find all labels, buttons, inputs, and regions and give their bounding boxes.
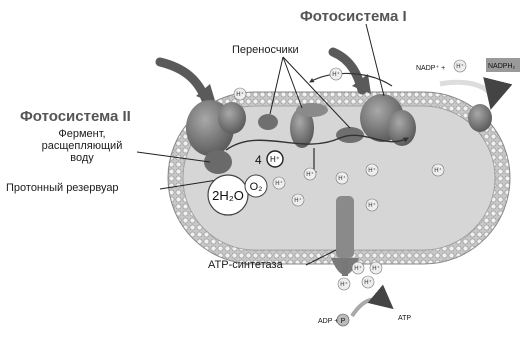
photosystem-2-title: Фотосистема II xyxy=(20,108,131,125)
phosphate-icon: P xyxy=(337,314,349,326)
atp-formation-arrow xyxy=(352,299,390,316)
svg-text:H⁺: H⁺ xyxy=(364,279,372,286)
svg-text:H⁺: H⁺ xyxy=(372,265,380,272)
svg-text:H⁺: H⁺ xyxy=(368,202,376,209)
svg-text:P: P xyxy=(341,318,346,325)
photosystem-1-title: Фотосистема I xyxy=(300,8,407,25)
proton-icon: H⁺ xyxy=(366,199,378,211)
svg-text:H⁺: H⁺ xyxy=(294,197,302,204)
proton-icon: H⁺ xyxy=(366,164,378,176)
nadph2-label: NADPH₂ xyxy=(488,63,516,70)
svg-text:H⁺: H⁺ xyxy=(306,171,314,178)
svg-text:H⁺: H⁺ xyxy=(332,71,340,78)
svg-text:H⁺: H⁺ xyxy=(270,155,280,164)
svg-text:H⁺: H⁺ xyxy=(275,180,283,187)
proton-icon: H⁺ xyxy=(338,278,350,290)
oxygen-label: O₂ xyxy=(250,181,263,193)
svg-text:H⁺: H⁺ xyxy=(434,167,442,174)
proton-icon: H⁺ xyxy=(330,68,342,80)
proton-icon: H⁺ xyxy=(273,177,285,189)
nadp-label: NADP⁺ + xyxy=(416,65,445,72)
atp-label: ATP xyxy=(398,315,411,322)
svg-text:H⁺: H⁺ xyxy=(340,281,348,288)
proton-icon: H⁺ xyxy=(292,194,304,206)
svg-text:H⁺: H⁺ xyxy=(456,63,464,70)
proton-reservoir-label: Протонный резервуар xyxy=(6,182,119,194)
water-label: 2H₂O xyxy=(212,188,244,203)
proton-icon: H⁺ xyxy=(352,262,364,274)
proton-icon: H⁺ xyxy=(234,88,246,100)
atp-synthase-label: ATP-синтетаза xyxy=(208,259,283,271)
adp-label: ADP + xyxy=(318,318,338,325)
proton-icon: H⁺ xyxy=(304,168,316,180)
svg-text:H⁺: H⁺ xyxy=(368,167,376,174)
carriers-label: Переносчики xyxy=(232,44,299,56)
proton-icon: H⁺ xyxy=(362,276,374,288)
proton-icon: H⁺ xyxy=(432,164,444,176)
proton-icon: H⁺ xyxy=(454,60,466,72)
proton-icon: H⁺ xyxy=(336,172,348,184)
proton-icon: H⁺ xyxy=(370,262,382,274)
svg-text:H⁺: H⁺ xyxy=(236,91,244,98)
svg-text:H⁺: H⁺ xyxy=(354,265,362,272)
big-proton-icon: H⁺ xyxy=(267,151,283,167)
four-label: 4 xyxy=(255,153,262,167)
enzyme-label: Фермент, расщепляющий воду xyxy=(26,128,138,164)
svg-text:H⁺: H⁺ xyxy=(338,175,346,182)
